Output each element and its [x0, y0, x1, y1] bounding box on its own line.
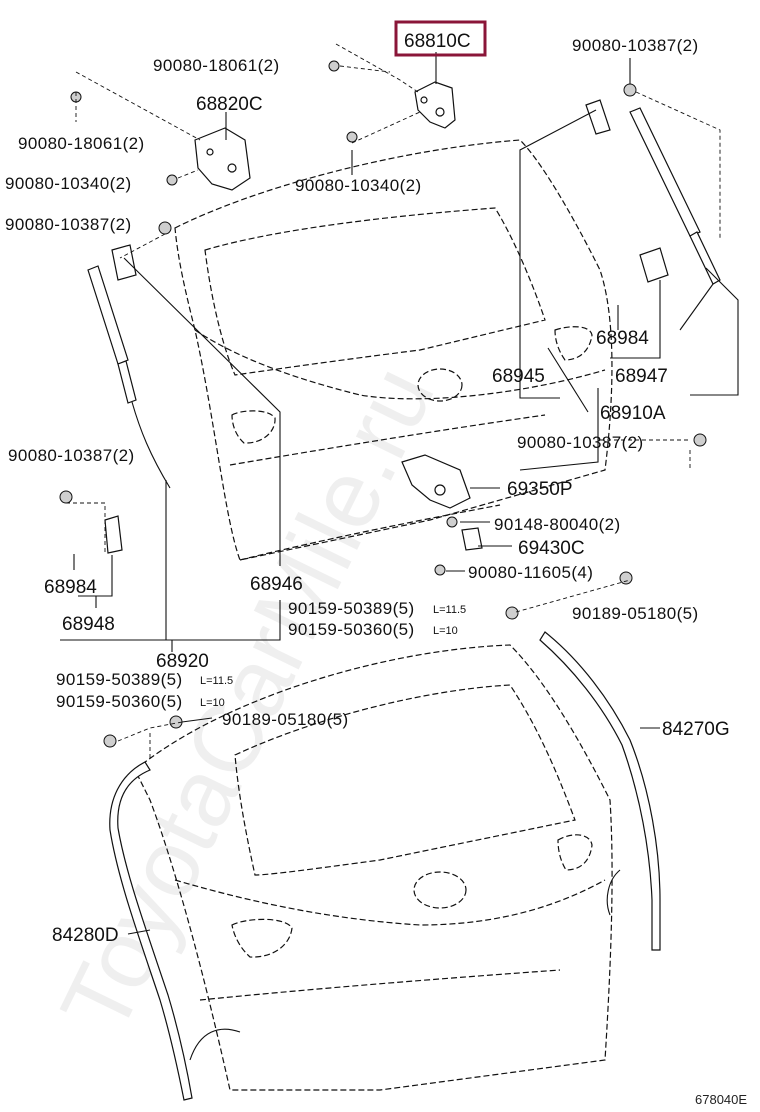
hinge-68810c — [414, 81, 456, 129]
label-68945[interactable]: 68945 — [492, 366, 545, 387]
label-90080-10340-left[interactable]: 90080-10340(2) — [5, 174, 132, 193]
label-90080-10387-right[interactable]: 90080-10387(2) — [517, 433, 644, 452]
highlight-box — [394, 20, 487, 57]
label-90189-05180-right[interactable]: 90189-05180(5) — [572, 604, 699, 623]
label-68920[interactable]: 68920 — [156, 651, 209, 672]
label-68820c[interactable]: 68820C — [196, 94, 263, 115]
label-90080-11605[interactable]: 90080-11605(4) — [468, 563, 593, 582]
label-90159-50360-left-length: L=10 — [200, 697, 225, 709]
label-90159-50360-left[interactable]: 90159-50360(5) — [56, 692, 183, 711]
label-69430c[interactable]: 69430C — [518, 538, 585, 559]
hinge-68820c — [194, 127, 251, 191]
leader-lines-lower — [117, 717, 660, 935]
weatherstrip-84280d — [109, 761, 241, 1101]
gas-strut-left — [87, 244, 171, 554]
label-90159-50360-right-length: L=10 — [433, 625, 458, 637]
back-door-panel-lower — [134, 644, 613, 1091]
label-68910a[interactable]: 68910A — [600, 403, 666, 424]
label-90080-18061-top[interactable]: 90080-18061(2) — [153, 56, 280, 75]
leader-lines-upper — [60, 43, 739, 652]
label-84270g[interactable]: 84270G — [662, 719, 730, 740]
label-68947[interactable]: 68947 — [615, 366, 668, 387]
label-90159-50389-right-length: L=11.5 — [433, 604, 466, 616]
latch-69350p — [401, 454, 483, 551]
label-90159-50389-right[interactable]: 90159-50389(5) — [288, 599, 415, 618]
bolt-symbols-upper — [59, 60, 707, 748]
label-68946[interactable]: 68946 — [250, 574, 303, 595]
label-90080-10387-lower[interactable]: 90080-10387(2) — [8, 446, 135, 465]
label-69350p[interactable]: 69350P — [507, 479, 573, 500]
label-90159-50360-right[interactable]: 90159-50360(5) — [288, 620, 415, 639]
label-90080-10387-top[interactable]: 90080-10387(2) — [572, 36, 699, 55]
label-90080-10340-mid[interactable]: 90080-10340(2) — [295, 176, 422, 195]
part-labels: 68810C 90080-10387(2) 90080-18061(2) 688… — [5, 31, 747, 1107]
back-door-panel-upper — [174, 139, 613, 561]
gas-strut-right — [585, 99, 721, 331]
weatherstrip-84270g — [539, 631, 661, 951]
label-84280d[interactable]: 84280D — [52, 925, 119, 946]
diagram-code: 678040E — [695, 1092, 747, 1107]
label-90159-50389-left[interactable]: 90159-50389(5) — [56, 670, 183, 689]
label-90159-50389-left-length: L=11.5 — [200, 675, 233, 687]
label-68984-left[interactable]: 68984 — [44, 577, 97, 598]
label-90080-18061-left[interactable]: 90080-18061(2) — [18, 134, 145, 153]
label-90148-80040[interactable]: 90148-80040(2) — [494, 515, 621, 534]
label-68984-right[interactable]: 68984 — [596, 328, 649, 349]
label-68948[interactable]: 68948 — [62, 614, 115, 635]
label-90189-05180-left[interactable]: 90189-05180(5) — [222, 710, 349, 729]
label-68810c[interactable]: 68810C — [404, 31, 471, 52]
label-90080-10387-left[interactable]: 90080-10387(2) — [5, 215, 132, 234]
